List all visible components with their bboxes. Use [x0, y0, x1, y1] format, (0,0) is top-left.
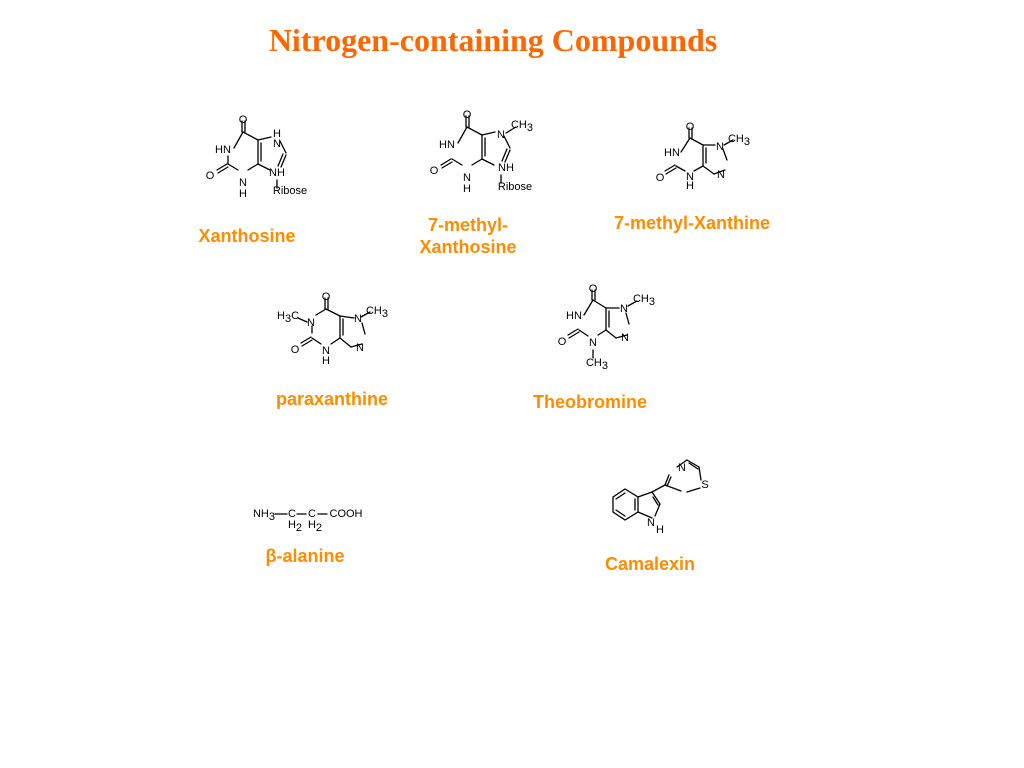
beta-alanine-structure: NH3 C H2 C H2 COOH [253, 508, 363, 534]
caption-line: 7-methyl- [427, 215, 508, 235]
methyl-group: CH3 [511, 119, 533, 134]
atom-o: O [686, 121, 695, 133]
7-methyl-xanthosine-structure: O HN O N H N CH3 NH Ribose [430, 109, 533, 195]
atom-n: N [686, 171, 694, 183]
atom-h: H [686, 180, 694, 192]
carboxyl-group: COOH [330, 508, 363, 520]
methyl-group: CH3 [728, 133, 750, 148]
atom-o: O [656, 172, 665, 184]
methyl-group: H3C [277, 310, 299, 325]
atom-nh: NH [269, 167, 285, 179]
atom-n: N [307, 317, 315, 329]
ribose-label: Ribose [498, 181, 532, 193]
atom-o: O [322, 291, 331, 303]
caption-camalexin: Camalexin [604, 554, 696, 574]
atom-hn: HN [566, 310, 582, 322]
atom-h: H [463, 183, 471, 195]
atom-n: N [356, 342, 364, 354]
camalexin-structure: N H N S [612, 459, 709, 536]
atom-o: O [463, 109, 472, 121]
ribose-label: Ribose [273, 185, 307, 197]
atom-hn: HN [439, 139, 455, 151]
atom-hn: HN [215, 144, 231, 156]
methyl-group: CH3 [633, 293, 655, 308]
atom-n: N [589, 337, 597, 349]
atom-c: C [288, 508, 296, 520]
methyl-group: CH3 [366, 305, 388, 320]
atom-h2: H2 [308, 519, 322, 534]
atom-c: C [308, 508, 316, 520]
atom-o: O [589, 283, 598, 295]
page-title: Nitrogen-containing Compounds [268, 22, 718, 58]
atom-nh: NH [498, 162, 514, 174]
atom-hn: HN [664, 147, 680, 159]
atom-o: O [430, 165, 439, 177]
caption-theobromine: Theobromine [532, 392, 647, 412]
caption-beta-alanine: β-alanine [265, 546, 345, 566]
caption-7-methyl-xanthosine: 7-methyl- Xanthosine [408, 214, 528, 258]
atom-n: N [717, 169, 725, 181]
atom-o: O [206, 170, 215, 182]
atom-h: H [273, 128, 281, 140]
atom-n: N [621, 332, 629, 344]
xanthosine-structure: O HN O N H H N NH Ribose [206, 114, 307, 200]
atom-n: N [322, 345, 330, 357]
atom-h: H [656, 524, 664, 536]
atom-nh: N [239, 177, 247, 189]
atom-n: N [463, 172, 471, 184]
paraxanthine-structure: O H3C N O N H N CH3 N [277, 291, 388, 367]
theobromine-structure: O HN O N CH3 N CH3 N [558, 283, 655, 372]
atom-o: O [558, 336, 567, 348]
7-methyl-xanthine-structure: O HN O N H N CH3 N [656, 121, 750, 192]
caption-xanthosine: Xanthosine [198, 226, 296, 246]
atom-h2: H2 [288, 519, 302, 534]
caption-paraxanthine: paraxanthine [275, 389, 389, 409]
caption-line: Xanthosine [419, 237, 517, 257]
atom-n: N [678, 462, 686, 474]
atom-n: N [647, 517, 655, 529]
atom-h: H [322, 355, 330, 367]
atom-n: N [716, 141, 724, 153]
atom-n: N [497, 129, 505, 141]
atom-n: N [354, 313, 362, 325]
atom-o: O [291, 344, 300, 356]
atom-n: N [620, 303, 628, 315]
atom-h: H [239, 188, 247, 200]
methyl-group: CH3 [586, 357, 608, 372]
amine-group: NH3 [253, 508, 275, 523]
atom-o: O [239, 114, 248, 126]
atom-n: N [273, 138, 281, 150]
atom-s: S [701, 479, 708, 491]
caption-7-methyl-xanthine: 7-methyl-Xanthine [613, 213, 771, 233]
